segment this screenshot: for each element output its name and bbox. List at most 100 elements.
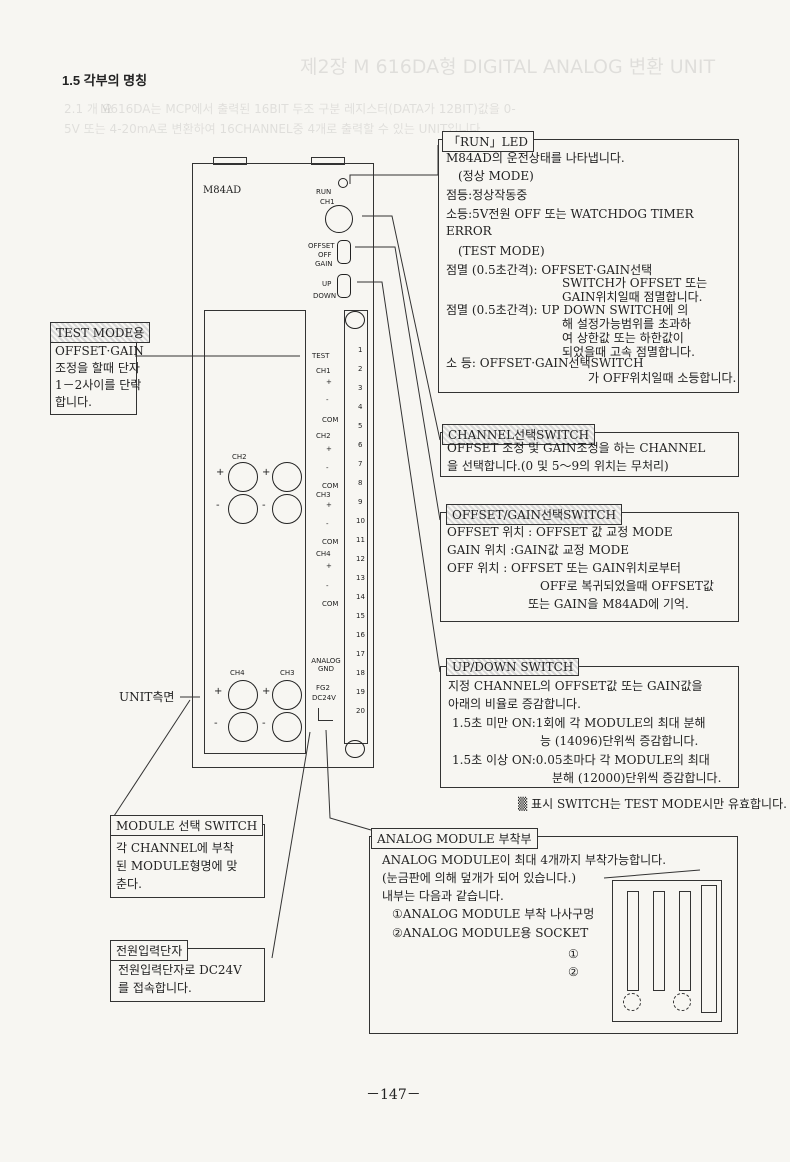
terminal-screw-bottom — [345, 740, 365, 758]
bleed-header: 제2장 M 616DA형 DIGITAL ANALOG 변환 UNIT — [300, 56, 716, 78]
socket-strip — [653, 891, 665, 991]
analog-module-box — [369, 836, 738, 1034]
offset-gain-line: OFF 위치 : OFFSET 또는 GAIN위치로부터 — [447, 561, 681, 575]
up-label: UP — [322, 280, 332, 288]
bleed-line-2: M616DA는 MCP에서 출력된 16BIT 두조 구분 레지스터(DATA가… — [100, 102, 516, 116]
section-title: 1.5 각부의 명칭 — [62, 73, 148, 88]
power-terminal-title: 전원입력단자 — [110, 940, 189, 961]
plus-sign: + — [214, 686, 223, 697]
run-led-line: 여 상한값 또는 하한값이 — [562, 331, 684, 345]
test-mode-line: 1－2사이를 단락 — [55, 378, 142, 392]
terminal-number: 4 — [358, 403, 363, 411]
power-terminal-line: 를 접속합니다. — [118, 981, 192, 995]
updown-line: 지정 CHANNEL의 OFFSET값 또는 GAIN값을 — [448, 679, 703, 693]
socket-circle — [272, 494, 302, 524]
offset-gain-toggle[interactable] — [337, 240, 351, 264]
test-mode-title: TEST MODE용 — [50, 322, 151, 343]
test-mode-line: 조정을 할때 단자 — [55, 361, 140, 375]
offset-gain-line: 또는 GAIN을 M84AD에 기억. — [528, 597, 689, 611]
terminal-number: 13 — [356, 574, 365, 582]
updown-line: 아래의 비율로 증감합니다. — [448, 697, 581, 711]
run-led-title: 「RUN」LED — [442, 131, 534, 152]
analog-module-line: ANALOG MODULE이 최대 4개까지 부착가능합니다. — [382, 853, 667, 867]
up-down-toggle[interactable] — [337, 274, 351, 298]
plus-sign: + — [216, 467, 225, 478]
unit-tab-right — [311, 157, 345, 165]
minus-sign: - — [216, 500, 220, 511]
terminal-label: CH4 — [316, 550, 331, 558]
terminal-label: COM — [322, 482, 339, 490]
screw-hole — [673, 993, 691, 1011]
terminal-label: - — [326, 464, 329, 472]
terminal-number: 6 — [358, 441, 363, 449]
socket-circle — [228, 680, 258, 710]
terminal-number: 1 — [358, 346, 363, 354]
terminal-number: 10 — [356, 517, 365, 525]
test-mode-line: OFFSET·GAIN — [55, 344, 144, 358]
terminal-label: CH3 — [316, 491, 331, 499]
down-label: DOWN — [313, 292, 337, 300]
channel-select-dial[interactable] — [325, 205, 353, 233]
marker-2: ② — [568, 965, 579, 979]
run-led-line: M84AD의 운전상태를 나타냅니다. — [446, 151, 625, 165]
run-led-line: SWITCH가 OFFSET 또는 — [562, 276, 708, 290]
run-label: RUN — [316, 188, 332, 196]
mini-terminal-block — [701, 885, 717, 1013]
terminal-label: COM — [322, 416, 339, 424]
run-led-line: 점멸 (0.5초간격): UP DOWN SWITCH에 의 — [446, 303, 689, 317]
terminal-number: 5 — [358, 422, 363, 430]
updown-line: 1.5초 미만 ON:1회에 각 MODULE의 최대 분해 — [452, 716, 706, 730]
terminal-number: 3 — [358, 384, 363, 392]
terminal-number: 7 — [358, 460, 363, 468]
run-led-line: 소 등: OFFSET·GAIN선택SWITCH — [446, 356, 644, 370]
terminal-label: + — [326, 501, 332, 509]
minus-sign: - — [262, 500, 266, 511]
run-led-line: 해 설정가능범위를 초과하 — [562, 317, 692, 331]
plus-sign: + — [262, 467, 271, 478]
run-led-line: 점멸 (0.5초간격): OFFSET·GAIN선택 — [446, 263, 653, 277]
channel-switch-line: OFFSET 조정 및 GAIN조정을 하는 CHANNEL — [447, 441, 706, 455]
run-led-line: 점등:정상작동중 — [446, 188, 528, 202]
terminal-number: 20 — [356, 707, 365, 715]
terminal-block — [344, 310, 368, 744]
unit-side-label: UNIT측면 — [119, 690, 175, 704]
screw-hole — [623, 993, 641, 1011]
module-switch-line: 춘다. — [116, 877, 142, 891]
socket-circle — [272, 712, 302, 742]
terminal-label: - — [326, 582, 329, 590]
module-switch-line: 된 MODULE형명에 맞 — [116, 859, 238, 873]
plus-sign: + — [262, 686, 271, 697]
terminal-label: + — [326, 378, 332, 386]
terminal-screw-top — [345, 311, 365, 329]
socket-label-ch2: CH2 — [232, 453, 247, 461]
analog-module-line: ②ANALOG MODULE용 SOCKET — [392, 926, 589, 940]
unit-model-label: M84AD — [203, 185, 242, 196]
offset-gain-line: GAIN 위치 :GAIN값 교정 MODE — [447, 543, 629, 557]
socket-label-ch4: CH4 — [230, 669, 245, 677]
module-switch-line: 각 CHANNEL에 부착 — [116, 841, 234, 855]
terminal-label: ANALOG GND — [311, 657, 341, 673]
updown-title: UP/DOWN SWITCH — [446, 658, 580, 676]
terminal-number: 19 — [356, 688, 365, 696]
terminal-label: + — [326, 562, 332, 570]
terminal-number: 16 — [356, 631, 365, 639]
unit-body — [192, 163, 374, 768]
marker-1: ① — [568, 947, 579, 961]
run-led-line: 소등:5V전원 OFF 또는 WATCHDOG TIMER — [446, 207, 694, 221]
terminal-label: COM — [322, 600, 339, 608]
terminal-number: 8 — [358, 479, 363, 487]
terminal-number: 2 — [358, 365, 363, 373]
socket-circle — [272, 462, 302, 492]
updown-line: 1.5초 이상 ON:0.05초마다 각 MODULE의 최대 — [452, 753, 710, 767]
offset-gain-line: OFFSET 위치 : OFFSET 값 교정 MODE — [447, 525, 673, 539]
test-mode-line: 합니다. — [55, 395, 92, 409]
run-led-line: GAIN위치일때 점멸합니다. — [562, 290, 703, 304]
terminal-label: DC24V — [312, 694, 336, 702]
run-led-indicator — [338, 178, 348, 188]
bleed-line-1: 2.1 개 요 — [64, 102, 113, 116]
socket-circle — [228, 712, 258, 742]
terminal-number: 11 — [356, 536, 365, 544]
terminal-number: 17 — [356, 650, 365, 658]
power-terminal-line: 전원입력단자로 DC24V — [118, 963, 242, 977]
